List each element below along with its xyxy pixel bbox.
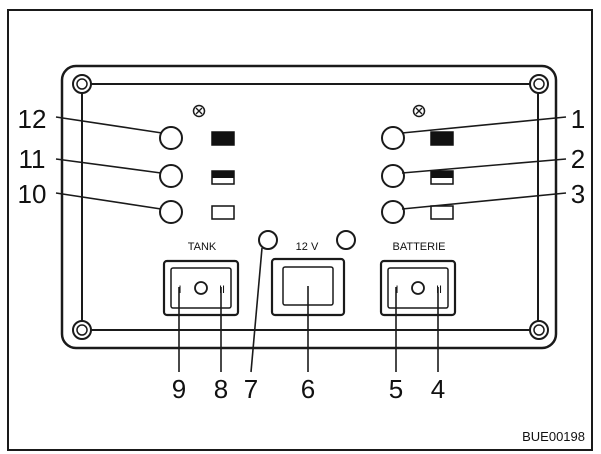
screw-bottom-right (529, 320, 549, 340)
circle-x-icon (192, 104, 206, 118)
level-full-icon (430, 131, 454, 146)
callout-6: 6 (301, 374, 315, 404)
screw-top-left (72, 74, 92, 94)
callout-10: 10 (18, 179, 47, 209)
figure-frame (7, 9, 593, 451)
level-empty-icon (430, 205, 454, 220)
callout-11: 11 (19, 144, 46, 174)
callout-5: 5 (389, 374, 403, 404)
leader-3 (401, 192, 567, 210)
callout-8: 8 (214, 374, 228, 404)
callout-4: 4 (431, 374, 445, 404)
leader-lines (55, 116, 567, 373)
tank-lamp-12 (159, 126, 183, 150)
power-lamp-7 (258, 230, 278, 250)
tank-switch-pos-1: I (178, 284, 181, 296)
callout-7: 7 (244, 374, 258, 404)
tank-switch[interactable] (162, 259, 240, 317)
switch-pivot-icon (411, 281, 425, 295)
level-empty-icon (211, 205, 235, 220)
battery-label: BATTERIE (393, 241, 446, 253)
callout-3: 3 (571, 179, 585, 209)
leader-12 (55, 116, 163, 134)
figure-code: BUE00198 (522, 429, 585, 444)
leader-2 (401, 158, 567, 174)
circle-x-icon (412, 104, 426, 118)
power-lamp-right (336, 230, 356, 250)
callout-12: 12 (18, 104, 47, 134)
battery-lamp-1 (381, 126, 405, 150)
screw-bottom-left (72, 320, 92, 340)
callout-2: 2 (571, 144, 585, 174)
battery-switch-pos-2: II (436, 284, 442, 296)
panel-inset (81, 83, 539, 331)
battery-switch[interactable] (379, 259, 457, 317)
callout-9: 9 (172, 374, 186, 404)
tank-lamp-10 (159, 200, 183, 224)
leader-10 (55, 192, 162, 210)
callout-1: 1 (571, 104, 585, 134)
tank-lamp-11 (159, 164, 183, 188)
voltage-label: 12 V (296, 241, 319, 253)
battery-lamp-3 (381, 200, 405, 224)
tank-label: TANK (188, 241, 217, 253)
switch-pivot-icon (194, 281, 208, 295)
tank-switch-pos-2: II (219, 284, 225, 296)
level-full-icon (211, 131, 235, 146)
battery-lamp-2 (381, 164, 405, 188)
corner-screws (72, 74, 549, 340)
leader-1 (401, 116, 567, 134)
leader-11 (55, 158, 162, 174)
screw-top-right (529, 74, 549, 94)
leader-7 (250, 247, 263, 373)
battery-switch-pos-1: I (395, 284, 398, 296)
